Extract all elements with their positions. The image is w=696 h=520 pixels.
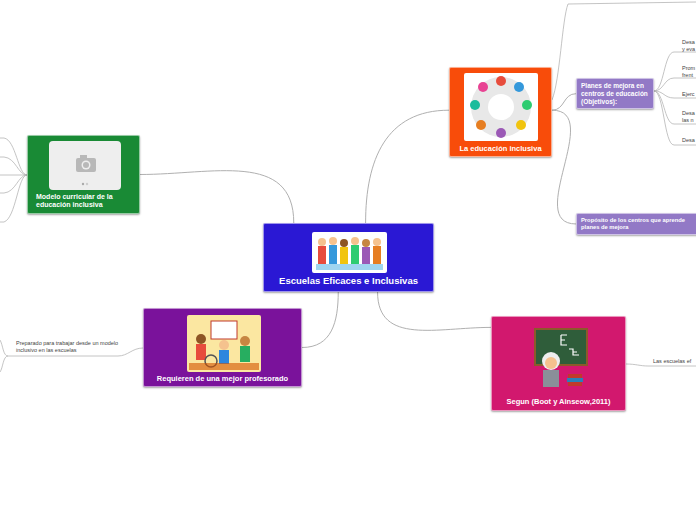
subtopic-box: Planes de mejora en centros de educación… (576, 78, 654, 109)
topic-box: Segun (Boot y Ainseow,2011) (491, 316, 626, 411)
node-text: Escuelas Eficaces e Inclusivas (268, 275, 429, 286)
branch-label: Desa y eva (682, 39, 696, 54)
branch-label: Prom frent (682, 65, 696, 80)
connector (366, 110, 449, 223)
connector (140, 171, 294, 223)
node-illustration (312, 232, 387, 273)
node-text: Modelo curricular de la educación inclus… (36, 193, 128, 210)
branch-label: Las escuelas ef (653, 358, 696, 365)
node-text: Requieren de una mejor profesorado (148, 374, 297, 383)
subtopic-box: Propósito de los centros que aprende pla… (576, 213, 696, 235)
node-text: Planes de mejora en centros de educación… (581, 82, 649, 105)
node-illustration (464, 73, 538, 141)
branch-label: Desa las n (682, 110, 696, 125)
branch-label: Desa (682, 137, 696, 144)
node-text: La educación inclusiva (454, 144, 547, 153)
connector (378, 292, 491, 330)
node-illustration (49, 141, 121, 190)
node-text: Segun (Boot y Ainseow,2011) (496, 397, 621, 406)
branch-label: Ejerc (682, 91, 696, 98)
connector (302, 292, 338, 348)
connector (552, 94, 576, 111)
topic-box: Modelo curricular de la educación inclus… (27, 135, 140, 214)
node-illustration (531, 327, 589, 389)
topic-box: La educación inclusiva (449, 67, 552, 157)
branch-label: Preparado para trabajar desde un modelo … (16, 340, 120, 355)
node-text: Propósito de los centros que aprende pla… (581, 217, 696, 231)
topic-box: Requieren de una mejor profesorado (143, 308, 302, 387)
central-topic: Escuelas Eficaces e Inclusivas (263, 223, 434, 292)
connector (552, 110, 576, 224)
node-illustration (187, 315, 261, 372)
